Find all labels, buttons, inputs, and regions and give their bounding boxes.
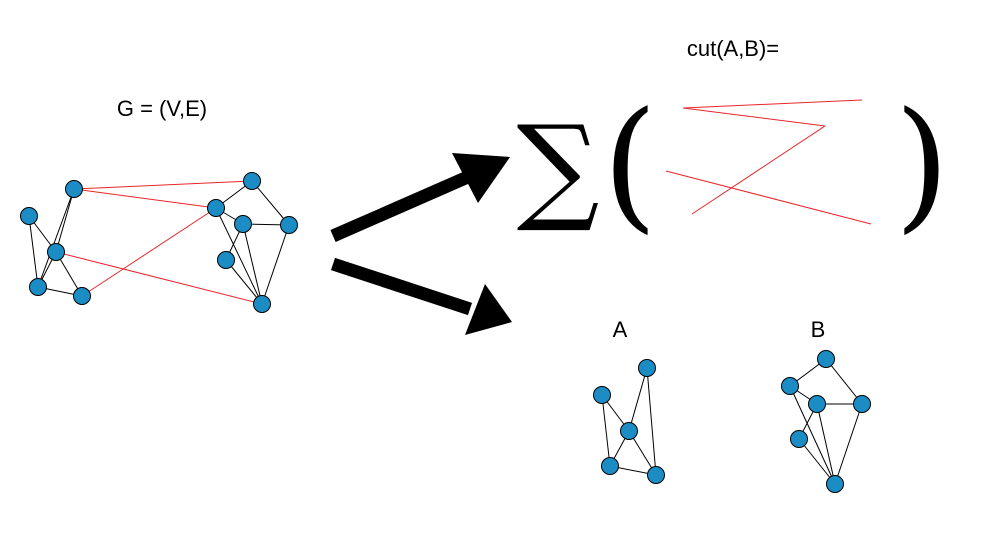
edge <box>225 259 263 305</box>
subgraph-a-nodes <box>593 359 665 484</box>
edge <box>825 358 863 405</box>
edge <box>789 385 836 485</box>
graph-node <box>647 466 665 484</box>
cut-edges-summed <box>665 99 872 225</box>
cut-edge <box>73 188 217 209</box>
graph-node <box>65 180 83 198</box>
cut-edge <box>682 107 826 127</box>
graph-node <box>817 350 835 368</box>
cut-edge <box>682 99 863 109</box>
edge <box>55 188 75 253</box>
cut-edge <box>81 207 217 297</box>
edge <box>28 215 39 288</box>
graph-node <box>253 295 271 313</box>
graph-node <box>217 251 235 269</box>
graph-node <box>234 215 252 233</box>
full-graph-nodes <box>20 172 298 313</box>
graph-node <box>280 216 298 234</box>
subgraph-a <box>593 359 665 484</box>
graph-node <box>20 207 38 225</box>
graph-node <box>638 359 656 377</box>
edge <box>628 367 648 432</box>
graph-node <box>790 430 808 448</box>
full-graph <box>20 172 298 313</box>
graph-node <box>781 377 799 395</box>
graph-title: G = (V,E) <box>117 96 207 121</box>
edge <box>601 394 611 467</box>
edge <box>834 403 863 485</box>
graph-node <box>243 172 261 190</box>
graph-node <box>620 422 638 440</box>
full-graph-intra-edges <box>28 180 290 305</box>
arrow-to-partition <box>330 257 512 335</box>
edge <box>261 224 290 305</box>
graph-node <box>73 287 91 305</box>
open-parenthesis: ( <box>602 82 657 247</box>
arrow-to-cut <box>330 153 510 242</box>
close-parenthesis: ) <box>894 82 949 247</box>
graph-node <box>853 395 871 413</box>
cut-edge <box>665 170 872 225</box>
cut-edge <box>73 180 253 190</box>
subgraph-b-nodes <box>781 350 871 493</box>
edge <box>798 438 836 485</box>
full-graph-cut-edges <box>55 180 263 305</box>
graph-node <box>826 475 844 493</box>
set-a-label: A <box>613 317 628 342</box>
subgraph-b <box>781 350 871 493</box>
sum-symbol: ∑ <box>517 101 600 236</box>
graph-node <box>601 457 619 475</box>
graph-node <box>207 199 225 217</box>
edge <box>37 188 75 288</box>
graph-node <box>47 243 65 261</box>
cut-title: cut(A,B)= <box>687 36 779 61</box>
edge <box>816 403 836 485</box>
graph-node <box>808 395 826 413</box>
graph-node <box>593 386 611 404</box>
subgraph-b-edges <box>789 358 863 485</box>
edge <box>242 223 263 305</box>
edge <box>251 180 290 226</box>
set-b-label: B <box>811 317 826 342</box>
edge <box>215 207 263 305</box>
edge <box>646 367 657 476</box>
cut-edge <box>55 251 263 305</box>
cut-edge <box>691 125 826 215</box>
graph-node <box>29 278 47 296</box>
